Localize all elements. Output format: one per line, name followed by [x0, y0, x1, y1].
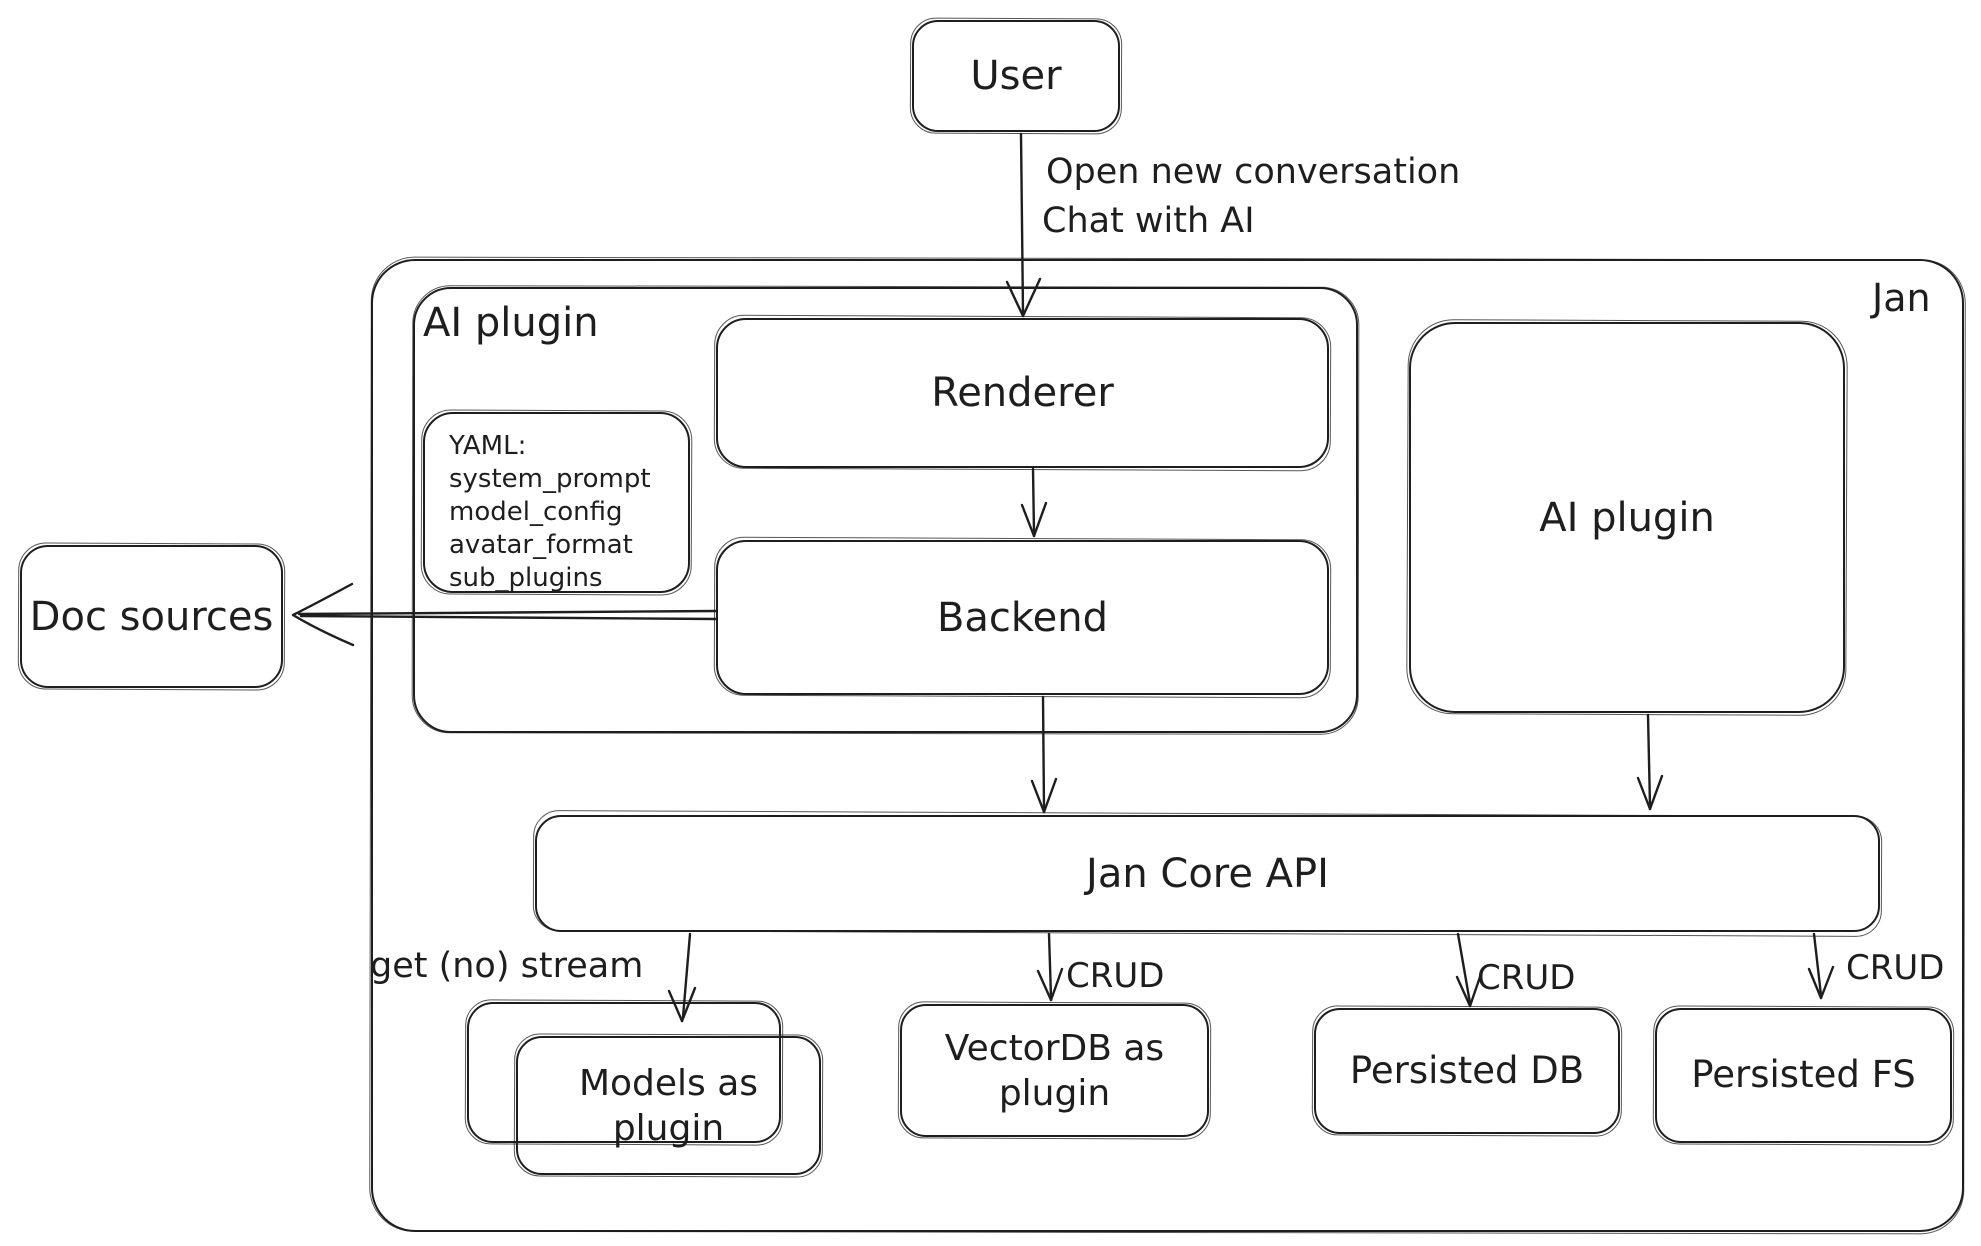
edge-label-get-no-stream: get (no) stream — [370, 946, 644, 986]
node-user: User — [912, 20, 1120, 132]
node-models-as-plugin: Models as plugin — [516, 1036, 821, 1175]
renderer-label: Renderer — [931, 370, 1114, 416]
node-persisted-fs: Persisted FS — [1655, 1008, 1952, 1143]
persisted-db-label: Persisted DB — [1349, 1048, 1585, 1092]
node-persisted-db: Persisted DB — [1314, 1008, 1620, 1134]
container-ai-plugin — [413, 287, 1358, 733]
vectordb-as-plugin-label: VectorDB as plugin — [944, 1027, 1165, 1114]
yaml-line: system_prompt — [449, 464, 651, 494]
node-doc-sources: Doc sources — [20, 545, 283, 688]
backend-label: Backend — [936, 594, 1109, 641]
note-yaml: YAML: system_prompt model_config avatar_… — [423, 412, 690, 593]
persisted-fs-label: Persisted FS — [1691, 1053, 1916, 1097]
edge-label-open-new-conversation: Open new conversation — [1046, 152, 1461, 192]
jan-container-label: Jan — [1872, 276, 1931, 320]
yaml-line: model_config — [449, 497, 623, 527]
user-label: User — [970, 53, 1062, 99]
edge-label-crud-vectordb: CRUD — [1066, 956, 1165, 996]
edge-label-crud-persisted-db: CRUD — [1477, 958, 1576, 998]
ai-plugin-right-label: AI plugin — [1539, 494, 1715, 541]
yaml-line: sub_plugins — [449, 563, 603, 593]
edge-label-chat-with-ai: Chat with AI — [1042, 201, 1255, 241]
jan-core-api-label: Jan Core API — [1086, 850, 1329, 897]
node-ai-plugin-right: AI plugin — [1409, 322, 1845, 713]
node-jan-core-api: Jan Core API — [535, 815, 1880, 932]
container-jan — [371, 259, 1964, 1232]
yaml-line: avatar_format — [449, 530, 633, 560]
models-as-plugin-label: Models as plugin — [578, 1062, 759, 1149]
node-renderer: Renderer — [716, 318, 1329, 468]
doc-sources-label: Doc sources — [29, 593, 274, 640]
node-backend: Backend — [716, 540, 1329, 695]
edge-label-crud-persisted-fs: CRUD — [1846, 948, 1945, 988]
yaml-line: YAML: — [449, 431, 527, 461]
ai-plugin-container-label: AI plugin — [423, 300, 599, 346]
node-vectordb-as-plugin: VectorDB as plugin — [900, 1004, 1209, 1137]
